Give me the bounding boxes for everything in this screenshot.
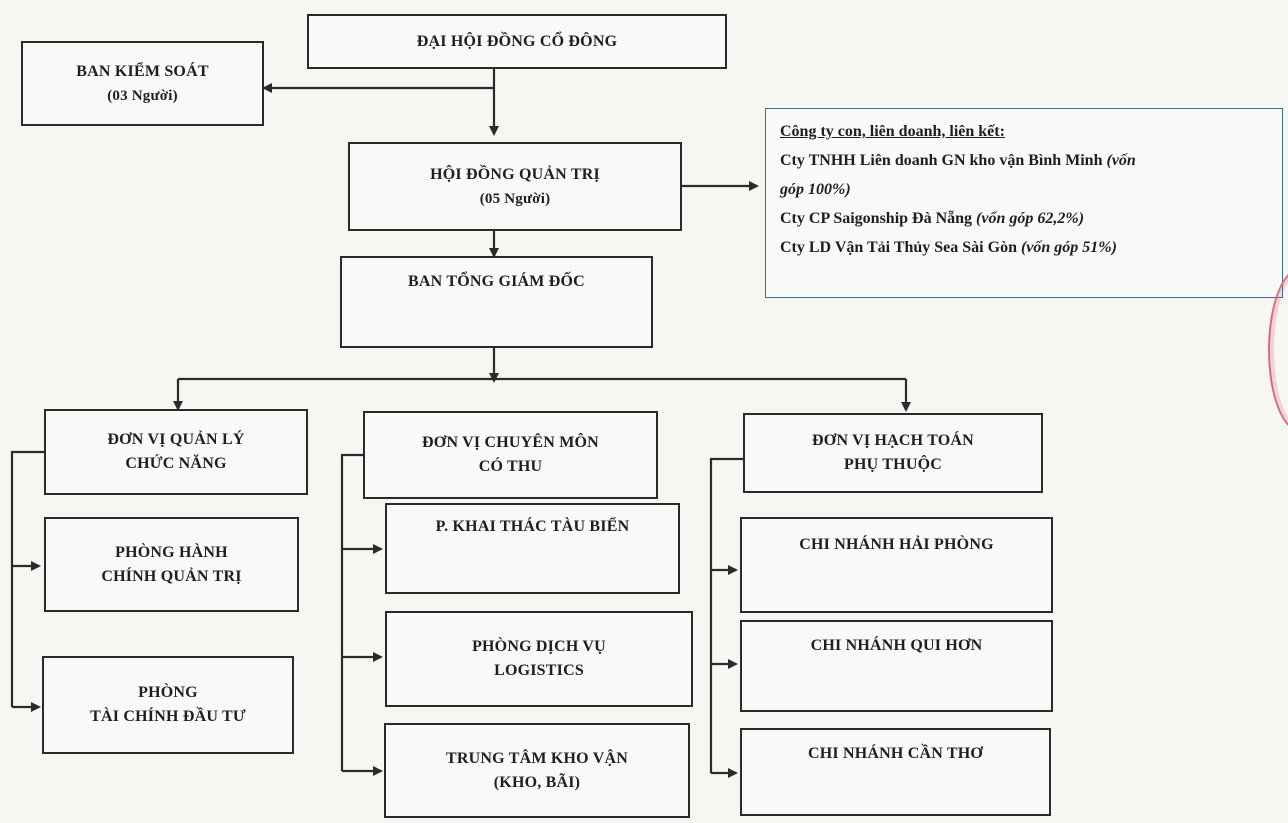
unit-label: PHÒNG: [138, 684, 198, 701]
column-header-line: CHỨC NĂNG: [125, 455, 227, 472]
unit-label: CHÍNH QUẢN TRỊ: [101, 567, 242, 585]
subsidiary-name: Cty CP Saigonship Đà Nẵng: [780, 210, 977, 227]
unit-label: CHI NHÁNH CẦN THƠ: [807, 745, 984, 762]
board-of-directors-count: (05 Người): [479, 190, 551, 207]
subsidiaries-panel: Công ty con, liên doanh, liên kết: Cty T…: [765, 108, 1283, 298]
supervisory-board-count: (03 Người): [107, 87, 178, 104]
unit-label: CHI NHÁNH QUI HƠN: [810, 637, 983, 654]
unit-box: PHÒNG DỊCH VỤ LOGISTICS: [385, 611, 693, 707]
unit-box: PHÒNG HÀNH CHÍNH QUẢN TRỊ: [44, 517, 299, 612]
general-management-label: BAN TỔNG GIÁM ĐỐC: [408, 273, 585, 290]
supervisory-board-box: BAN KIỂM SOÁT (03 Người): [21, 41, 264, 126]
unit-box: CHI NHÁNH CẦN THƠ: [740, 728, 1051, 816]
revenue-units-header: ĐƠN VỊ CHUYÊN MÔN CÓ THU: [363, 411, 658, 499]
unit-box: CHI NHÁNH QUI HƠN: [740, 620, 1053, 712]
unit-label: P. KHAI THÁC TÀU BIỂN: [435, 518, 630, 535]
column-header-line: ĐƠN VỊ HẠCH TOÁN: [812, 432, 974, 449]
shareholders-box: ĐẠI HỘI ĐỒNG CỔ ĐÔNG: [307, 14, 727, 69]
subsidiary-name: Cty LD Vận Tải Thủy Sea Sài Gòn: [780, 239, 1021, 256]
unit-label: TÀI CHÍNH ĐẦU TƯ: [90, 708, 246, 725]
functional-units-header: ĐƠN VỊ QUẢN LÝ CHỨC NĂNG: [44, 409, 308, 495]
board-of-directors-box: HỘI ĐỒNG QUẢN TRỊ (05 Người): [348, 142, 682, 231]
supervisory-board-label: BAN KIỂM SOÁT: [76, 62, 209, 80]
unit-label: CHI NHÁNH HẢI PHÒNG: [799, 536, 994, 553]
subsidiary-item: Cty LD Vận Tải Thủy Sea Sài Gòn (vốn góp…: [780, 233, 1272, 262]
subsidiaries-heading: Công ty con, liên doanh, liên kết:: [780, 123, 1005, 140]
dependent-units-header: ĐƠN VỊ HẠCH TOÁN PHỤ THUỘC: [743, 413, 1043, 493]
column-header-line: CÓ THU: [478, 458, 543, 475]
unit-box: CHI NHÁNH HẢI PHÒNG: [740, 517, 1053, 613]
board-of-directors-label: HỘI ĐỒNG QUẢN TRỊ: [430, 165, 600, 183]
unit-label: LOGISTICS: [494, 662, 584, 679]
subsidiary-share-continued: góp 100%): [780, 181, 851, 198]
subsidiary-item-continued: góp 100%): [780, 175, 1272, 204]
unit-box: PHÒNG TÀI CHÍNH ĐẦU TƯ: [42, 656, 294, 754]
general-management-box: BAN TỔNG GIÁM ĐỐC: [340, 256, 653, 348]
unit-box: TRUNG TÂM KHO VẬN (KHO, BÃI): [384, 723, 690, 818]
column-header-line: ĐƠN VỊ CHUYÊN MÔN: [422, 434, 599, 451]
unit-label: PHÒNG DỊCH VỤ: [472, 638, 606, 655]
subsidiary-name: Cty TNHH Liên doanh GN kho vận Bình Minh: [780, 152, 1107, 169]
shareholders-label: ĐẠI HỘI ĐỒNG CỔ ĐÔNG: [416, 32, 618, 50]
subsidiary-share: (vốn góp 51%): [1020, 239, 1117, 256]
unit-box: P. KHAI THÁC TÀU BIỂN: [385, 503, 680, 594]
subsidiary-item: Cty TNHH Liên doanh GN kho vận Bình Minh…: [780, 146, 1272, 175]
subsidiary-share: (vốn góp 62,2%): [976, 210, 1085, 227]
unit-label: TRUNG TÂM KHO VẬN: [446, 749, 628, 767]
unit-label: PHÒNG HÀNH: [115, 543, 228, 561]
unit-label: (KHO, BÃI): [493, 773, 581, 791]
column-header-line: PHỤ THUỘC: [844, 456, 942, 473]
subsidiary-share: (vốn: [1106, 152, 1136, 169]
subsidiary-item: Cty CP Saigonship Đà Nẵng (vốn góp 62,2%…: [780, 204, 1272, 233]
column-header-line: ĐƠN VỊ QUẢN LÝ: [107, 431, 245, 448]
